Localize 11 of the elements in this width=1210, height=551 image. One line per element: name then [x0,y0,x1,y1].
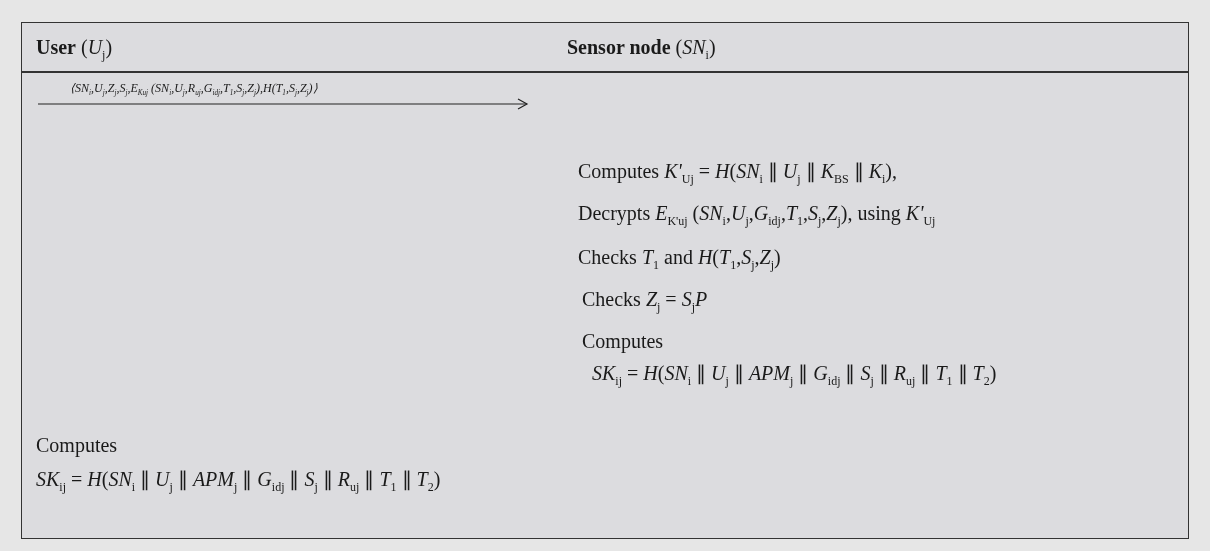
computation-step: Computes [582,329,664,353]
session-key-formula: SK$_{ij}$ = H(SN$_{i}$ ∥ U$_{j}$ ∥ APM$_{j}$ ∥ G$_{idj}$ ∥ S$_{j}$ ∥ R$_{uj}$ ∥ T$_{1}$ ∥ T$_{2}$) [592,361,997,389]
verification-step: Checks T$_{1}$ and H(T$_{1}$,S$_{j}$,Z$_{j}$) [578,245,781,273]
session-key-formula: SK$_{ij}$ = H(SN$_{i}$ ∥ U$_{j}$ ∥ APM$_{j}$ ∥ G$_{idj}$ ∥ S$_{j}$ ∥ R$_{uj}$ ∥ T$_{1}$ ∥ T$_{2}$) [36,467,441,495]
column-heading: User (U$_{j}$) [36,35,113,63]
computation-step: Computes [36,433,118,457]
computation-step: Computes K'$_{Uj}$ = H(SN$_{i}$ ∥ U$_{j}$ ∥ K$_{BS}$ ∥ K$_{i}$), [578,159,898,187]
verification-step: Checks Z$_{j}$ = S$_{j}$P [582,287,708,315]
message-label: ⟨SN$_{i}$,U$_{j}$,Z$_{j}$,S$_{j}$,E$_{Kuj}$ (SN$_{i}$,U$_{j}$,R$_{uj}$,G$_{idj}$,T$_{1}$,S$_{j}$,Z$_{j}$),H(T$_{1}$,S$_{j}$,Z$_{j}$)⟩ [70,81,318,99]
column-heading: Sensor node (SN$_{i}$) [567,35,716,63]
computation-step: Decrypts E$_{K'uj}$ (SN$_{i}$,U$_{j}$,G$_{idj}$,T$_{1}$,S$_{j}$,Z$_{j}$), using K'$_{Uj}$ [578,201,936,229]
